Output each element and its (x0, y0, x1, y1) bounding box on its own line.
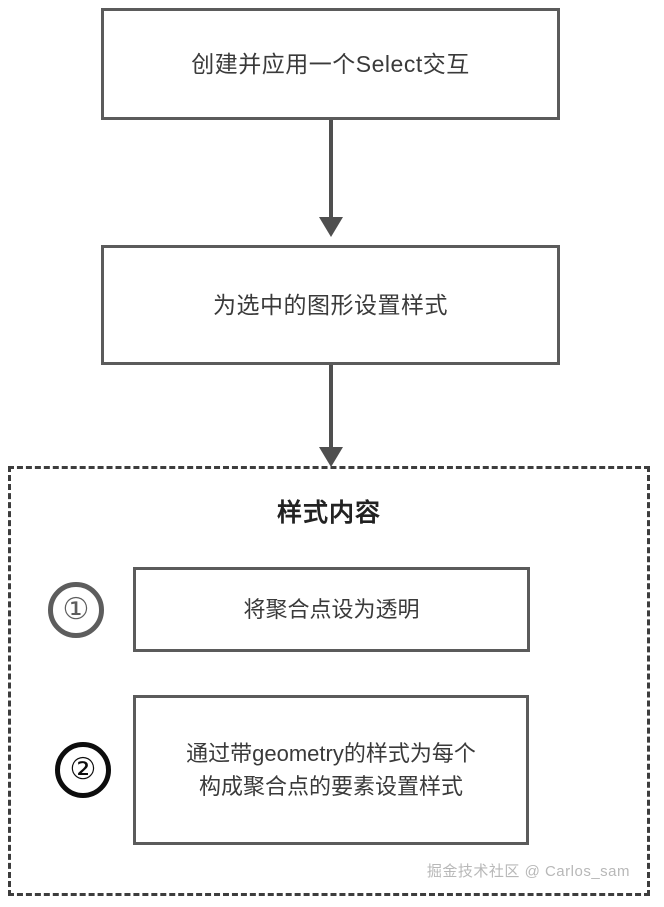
process-box-set-style: 为选中的图形设置样式 (101, 245, 560, 365)
arrow-head (319, 447, 343, 467)
item-box-geometry-style-line1: 通过带geometry的样式为每个 (186, 741, 476, 766)
circled-number-two-icon: ② (55, 742, 111, 798)
process-box-set-style-label: 为选中的图形设置样式 (213, 291, 448, 318)
style-content-group: 样式内容 (8, 466, 650, 896)
down-arrow-icon-create-to-style (316, 120, 346, 237)
item-box-transparent-cluster-label: 将聚合点设为透明 (243, 597, 420, 622)
item-box-geometry-style: 通过带geometry的样式为每个 构成聚合点的要素设置样式 (133, 695, 529, 845)
process-box-create-select-label: 创建并应用一个Select交互 (191, 50, 470, 77)
arrow-head (319, 217, 343, 237)
list-item-1: ① 将聚合点设为透明 (48, 567, 530, 652)
item-box-geometry-style-line2: 构成聚合点的要素设置样式 (198, 774, 463, 799)
down-arrow-icon-style-to-group (316, 365, 346, 467)
circled-number-one-icon: ① (48, 581, 104, 638)
list-item-2: ② 通过带geometry的样式为每个 构成聚合点的要素设置样式 (55, 695, 529, 845)
process-box-create-select: 创建并应用一个Select交互 (101, 8, 560, 120)
watermark-text: 掘金技术社区 @ Carlos_sam (426, 863, 630, 880)
item-box-transparent-cluster: 将聚合点设为透明 (133, 567, 530, 652)
arrow-shaft (329, 365, 333, 447)
arrow-shaft (329, 120, 333, 217)
style-content-group-title: 样式内容 (276, 499, 381, 527)
item-box-geometry-style-label: 通过带geometry的样式为每个 构成聚合点的要素设置样式 (186, 737, 476, 803)
